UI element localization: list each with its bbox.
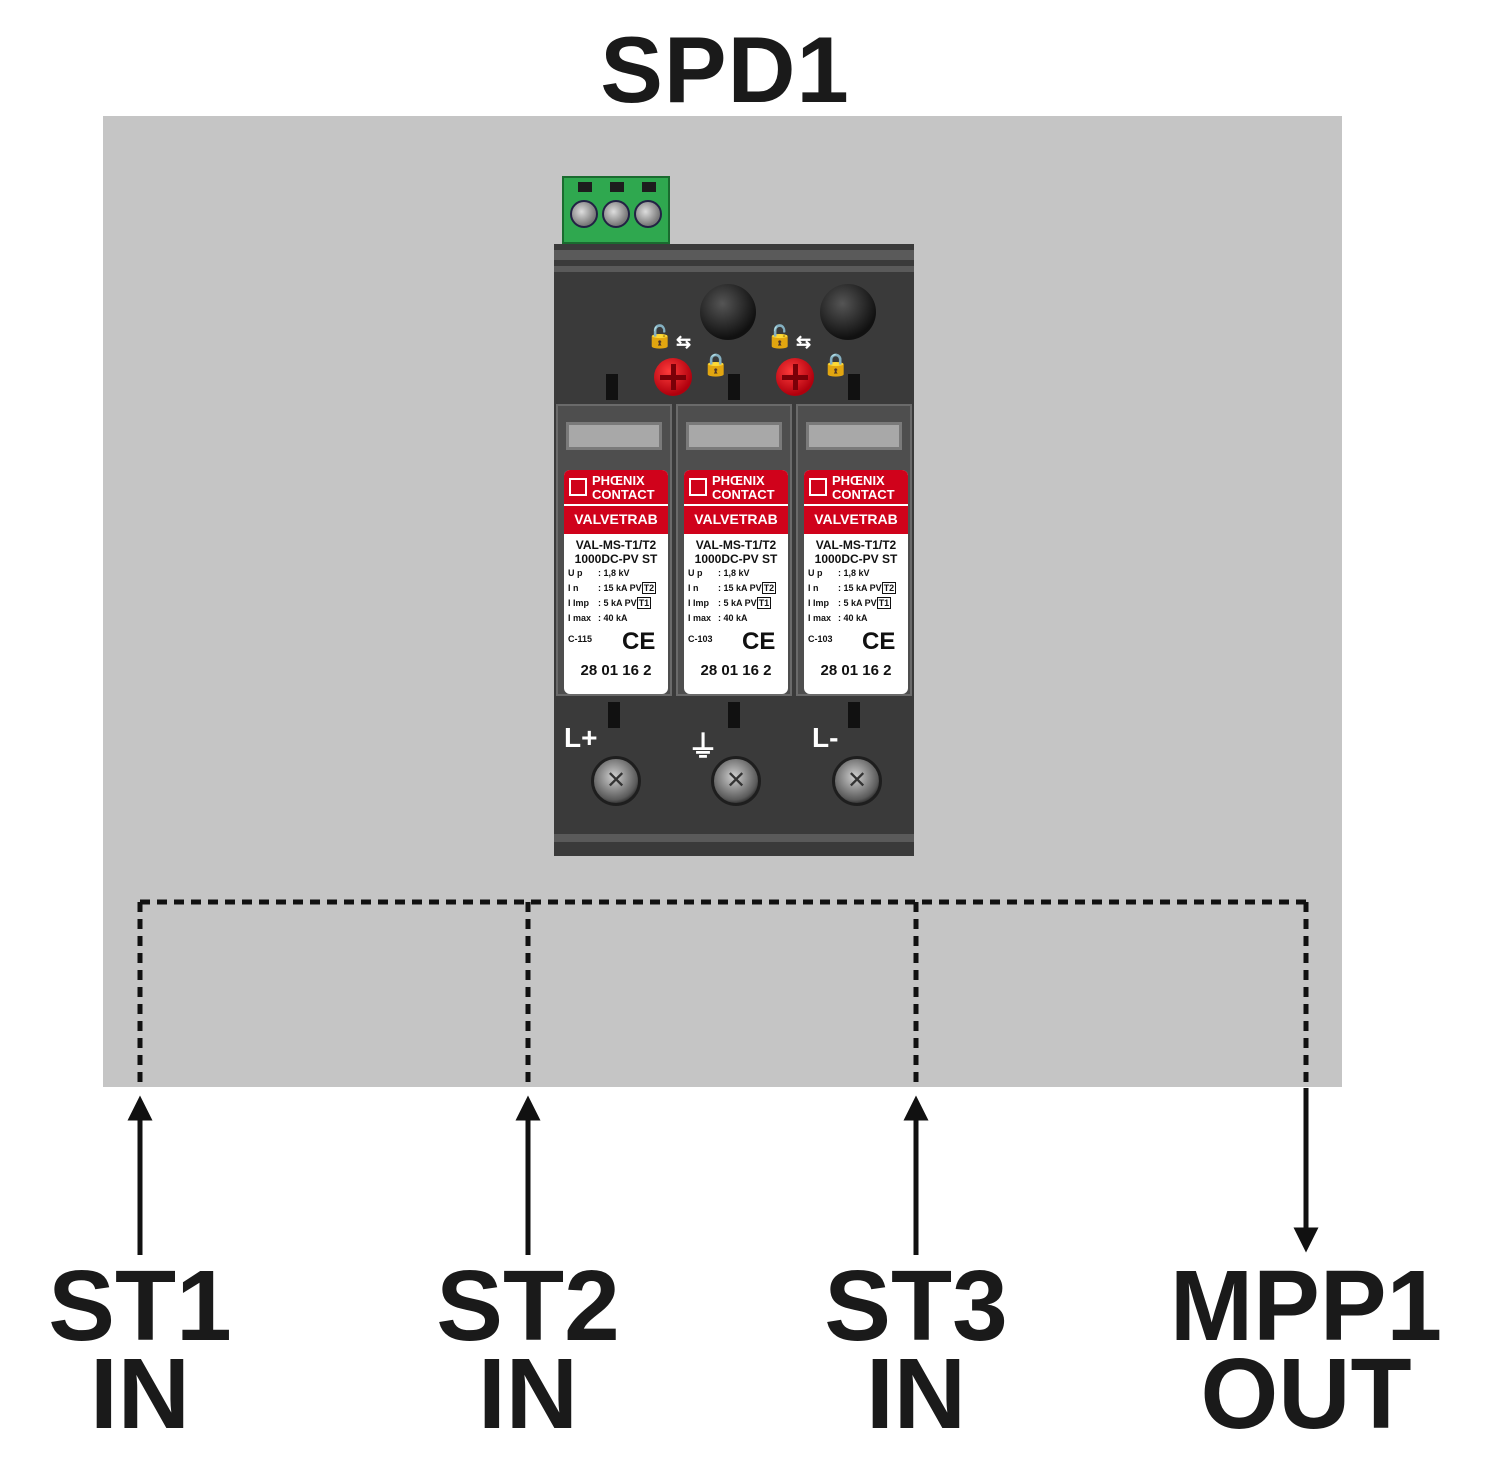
terminal-label-lminus: L-	[812, 722, 839, 753]
ground-icon: ⏚	[688, 731, 718, 764]
module-slot	[608, 702, 620, 728]
top-rail	[554, 266, 914, 272]
status-window	[806, 422, 902, 450]
diagram-title: SPD1	[600, 17, 850, 122]
status-window	[566, 422, 662, 450]
swap-arrow-icon: ⇆	[796, 332, 812, 352]
status-knob	[820, 284, 876, 340]
swap-arrow-icon: ⇆	[676, 332, 692, 352]
terminal-screw-ground[interactable]	[711, 756, 761, 806]
series-name: VALVETRAB	[804, 504, 908, 534]
part-number: 28 01 16 2	[580, 662, 652, 679]
series-name: VALVETRAB	[684, 504, 788, 534]
spec-up: U p: 1,8 kV	[568, 568, 630, 578]
connector-screw-icon	[602, 200, 630, 228]
locking-screw-icon[interactable]	[776, 358, 814, 396]
module-slot	[728, 374, 740, 400]
terminal-screw-lminus[interactable]	[832, 756, 882, 806]
phoenix-logo-icon	[809, 478, 827, 496]
connector-tab	[578, 182, 592, 192]
connector-tab	[642, 182, 656, 192]
status-knob	[700, 284, 756, 340]
lock-icon: 🔒	[702, 352, 730, 377]
connector-tab	[610, 182, 624, 192]
ce-mark: CE	[742, 628, 776, 655]
unlock-icon: 🔓	[766, 324, 794, 349]
module-slot	[848, 702, 860, 728]
spec-up: U p: 1,8 kV	[808, 568, 870, 578]
terminal-screw-lplus[interactable]	[591, 756, 641, 806]
remote-signal-connector	[562, 176, 670, 244]
spec-up: U p: 1,8 kV	[688, 568, 750, 578]
status-window	[686, 422, 782, 450]
connector-screw-icon	[634, 200, 662, 228]
ce-mark: CE	[862, 628, 896, 655]
spec-imax: I max: 40 kA	[688, 613, 748, 623]
module-slot	[728, 702, 740, 728]
ce-mark: CE	[622, 628, 656, 655]
connector-screw-icon	[570, 200, 598, 228]
cert-code: C-103	[808, 634, 833, 644]
locking-screw-icon[interactable]	[654, 358, 692, 396]
unlock-icon: 🔓	[646, 324, 674, 349]
phoenix-logo-icon	[689, 478, 707, 496]
bottom-rail	[554, 834, 914, 842]
series-name: VALVETRAB	[564, 504, 668, 534]
part-number: 28 01 16 2	[820, 662, 892, 679]
module-slot	[606, 374, 618, 400]
spec-imax: I max: 40 kA	[808, 613, 868, 623]
terminal-label-lplus: L+	[564, 722, 598, 753]
part-number: 28 01 16 2	[700, 662, 772, 679]
cert-code: C-103	[688, 634, 713, 644]
phoenix-logo-icon	[569, 478, 587, 496]
lock-icon: 🔒	[822, 352, 850, 377]
module-slot	[848, 374, 860, 400]
spec-imax: I max: 40 kA	[568, 613, 628, 623]
cert-code: C-115	[568, 634, 593, 644]
top-rail	[554, 250, 914, 260]
